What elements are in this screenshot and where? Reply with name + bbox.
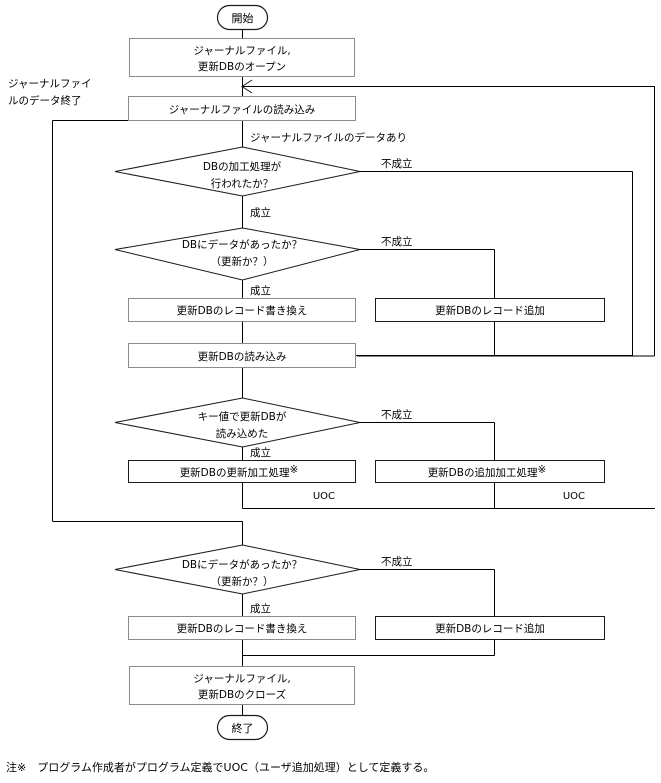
node-uoc-append-mark: ※ [537,464,546,476]
node-decision-data2-line2: （更新か？） [211,575,274,588]
edge-label-key-false: 不成立 [381,408,413,421]
node-append1-label: 更新DBのレコード追加 [435,304,545,317]
node-append2-label: 更新DBのレコード追加 [435,622,545,635]
edge-label-data1-false: 不成立 [381,235,413,248]
annotation-uoc-left: UOC [313,491,335,502]
node-uoc-append-text: 更新DBの追加加工処理※ [428,464,547,479]
node-decision-proc-line2: 行われたか？ [211,177,273,190]
node-decision-data1-line1: DBにデータがあったか？ [182,238,302,251]
edge-label-journal-has-data: ジャーナルファイルのデータあり [250,131,407,144]
edge-label-journal-end: ジャーナルファイ ルのデータ終了 [8,78,91,107]
node-end[interactable]: 終了 [216,714,269,741]
node-end-label: 終了 [232,721,254,735]
edge-label-key-true: 成立 [250,446,271,459]
node-decision-data1-line2: （更新か？） [211,255,274,268]
footnote-text: 注※ プログラム作成者がプログラム定義でUOC（ユーザ追加処理）として定義する。 [6,760,434,774]
node-decision-key[interactable]: キー値で更新DBが 読み込めた [114,397,361,448]
node-decision-proc-line1: DBの加工処理が [203,160,282,173]
edge-label-proc-true: 成立 [250,206,271,219]
node-decision-data2-line1: DBにデータがあったか？ [182,558,302,571]
edge-label-journal-end-line2: ルのデータ終了 [8,94,82,107]
node-rewrite2-label: 更新DBのレコード書き換え [177,622,308,635]
edge-label-journal-end-line1: ジャーナルファイ [8,78,91,90]
node-start-label: 開始 [232,11,254,25]
node-read-journal[interactable]: ジャーナルファイルの読み込み [128,96,356,121]
edge-label-data2-false: 不成立 [381,555,413,568]
node-decision-proc[interactable]: DBの加工処理が 行われたか？ [114,146,361,197]
connector-lines [52,30,655,715]
node-rewrite1[interactable]: 更新DBのレコード書き換え [128,298,356,322]
node-open-label-line1: ジャーナルファイル, [193,45,290,57]
node-read-db-label: 更新DBの読み込み [198,350,287,363]
node-read-db[interactable]: 更新DBの読み込み [128,343,356,368]
node-decision-data2[interactable]: DBにデータがあったか？ （更新か？） [114,544,361,595]
node-uoc-append-label: 更新DBの追加加工処理 [428,466,538,479]
node-close-label-line2: 更新DBのクローズ [198,688,286,701]
node-close[interactable]: ジャーナルファイル, 更新DBのクローズ [129,666,355,705]
node-append1[interactable]: 更新DBのレコード追加 [375,298,605,322]
node-uoc-append[interactable]: 更新DBの追加加工処理※ [375,460,605,483]
edge-label-data2-true: 成立 [250,602,271,615]
edge-label-proc-false: 不成立 [381,157,413,170]
node-decision-key-line2: 読み込めた [216,427,269,440]
node-read-journal-label: ジャーナルファイルの読み込み [169,103,315,116]
node-uoc-update-label: 更新DBの更新加工処理 [180,466,290,479]
node-uoc-update-mark: ※ [289,464,298,476]
node-decision-data1[interactable]: DBにデータがあったか？ （更新か？） [114,227,361,281]
node-rewrite2[interactable]: 更新DBのレコード書き換え [128,616,356,640]
node-open-label-line2: 更新DBのオープン [198,60,286,73]
node-uoc-update-text: 更新DBの更新加工処理※ [180,464,299,479]
edge-label-data1-true: 成立 [250,284,271,297]
node-rewrite1-label: 更新DBのレコード書き換え [177,304,308,317]
node-open[interactable]: ジャーナルファイル, 更新DBのオープン [129,38,355,77]
node-uoc-update[interactable]: 更新DBの更新加工処理※ [128,460,356,483]
node-close-label-line1: ジャーナルファイル, [193,673,290,685]
node-start[interactable]: 開始 [216,4,269,31]
annotation-uoc-right: UOC [563,491,585,502]
node-append2[interactable]: 更新DBのレコード追加 [375,616,605,640]
node-decision-key-line1: キー値で更新DBが [198,410,287,423]
